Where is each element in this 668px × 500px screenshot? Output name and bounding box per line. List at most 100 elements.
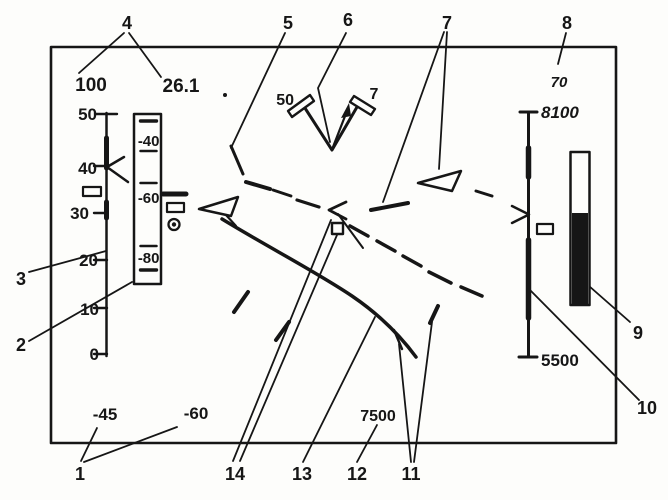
leader-line-7b	[438, 31, 448, 170]
path-dash	[295, 198, 321, 209]
ref-numeral-2: 2	[16, 335, 26, 355]
ref-numeral-3: 3	[16, 269, 26, 289]
scale-tick-label: 30	[70, 204, 89, 223]
tape-label: -40	[138, 133, 160, 150]
ref-numeral-13: 13	[292, 464, 312, 484]
tick-dash	[232, 290, 250, 314]
ref-numeral-6: 6	[343, 10, 353, 30]
altitude-top-value: 8100	[541, 103, 579, 122]
wing-left-value: 50	[276, 92, 294, 109]
readout-upper-right: 70	[551, 74, 568, 91]
caret-marker-tail	[337, 213, 364, 249]
readout-bottom-mid: -60	[184, 404, 209, 423]
ref-numeral-4: 4	[122, 13, 132, 33]
altitude-thermometer-bar	[569, 150, 591, 307]
ref-numeral-8: 8	[562, 13, 572, 33]
altitude-caret-pointer-icon	[510, 204, 531, 225]
tick-dash	[274, 320, 291, 342]
altitude-bottom-value: 5500	[541, 351, 579, 370]
trend-solid-curve	[220, 217, 418, 359]
ref-numeral-9: 9	[633, 323, 643, 343]
left-wing-cap	[286, 93, 316, 119]
scale-bug-marker	[81, 185, 103, 198]
leader-line-2	[28, 281, 133, 342]
leader-line-8	[557, 32, 567, 65]
path-dash	[271, 188, 293, 198]
leader-line-10	[529, 289, 640, 401]
pitch-bar-dash	[369, 201, 410, 212]
leader-line-13	[302, 316, 376, 463]
display-frame	[49, 45, 618, 445]
airspeed-scale: 50 40 30 20 10 0	[70, 105, 130, 364]
readout-top-right: 26.1	[163, 76, 200, 97]
readout-top-left: 100	[75, 75, 107, 96]
leader-line-7a	[382, 31, 445, 203]
tape-frame	[132, 112, 163, 286]
ref-numeral-11: 11	[401, 464, 420, 484]
leader-lines	[28, 31, 640, 463]
altitude-scale: 8100 5500	[510, 103, 579, 370]
scale-tick-label: 50	[78, 105, 97, 124]
leader-line-1b	[83, 426, 178, 463]
right-triangle-pointer-icon	[416, 169, 463, 193]
scale-tick-label: 20	[79, 251, 98, 270]
circle-dot-center	[171, 222, 177, 227]
ref-numeral-5: 5	[283, 13, 293, 33]
leader-line-9	[588, 285, 631, 323]
tick-dash	[428, 304, 440, 325]
readout-bottom-center: 7500	[360, 408, 396, 425]
path-dash	[375, 239, 397, 253]
ref-numeral-7: 7	[442, 13, 452, 33]
ref-numeral-1: 1	[75, 464, 85, 484]
vertical-tape: -40 -60 -80	[132, 112, 163, 286]
leader-line-14b	[239, 227, 341, 462]
wing-right-value: 7	[370, 86, 379, 103]
ref-numeral-12: 12	[347, 464, 367, 484]
caret-pointer-icon	[105, 155, 130, 184]
bar-fill	[572, 213, 588, 304]
position-marker-group	[327, 200, 364, 249]
circle-dot-icon	[167, 217, 181, 232]
leader-line-11b	[413, 321, 433, 463]
aircraft-symbol: 50 7	[276, 86, 379, 152]
ref-numeral-10: 10	[637, 398, 657, 418]
director-arrow-head	[341, 103, 351, 118]
reference-numerals: 1 2 3 4 5 6 7 8 9 10 11 12 13 14	[16, 10, 657, 484]
leader-line-6	[317, 32, 347, 143]
right-wing-cap	[348, 94, 377, 117]
waypoint-square-icon	[330, 221, 345, 236]
path-dash	[229, 144, 245, 176]
tape-label: -80	[138, 250, 160, 267]
leader-line-11a	[398, 343, 412, 463]
leader-line-4a	[78, 32, 125, 74]
bug-marker	[165, 201, 186, 214]
tick-dash	[474, 189, 494, 198]
path-dash	[459, 285, 484, 298]
readouts: 100 26.1 70 -45 -60 7500	[75, 74, 568, 425]
scale-tick-label: 10	[80, 300, 99, 319]
scattered-dashes	[232, 189, 494, 351]
left-triangle-pointer	[197, 195, 240, 228]
leader-line-5	[230, 32, 286, 149]
leader-line-4b	[128, 32, 162, 78]
ref-numeral-14: 14	[225, 464, 245, 484]
ink-speck	[223, 93, 227, 97]
triangle-pointer-tail	[224, 213, 238, 228]
altitude-bug-marker	[535, 222, 555, 236]
tape-side-markers	[160, 191, 189, 232]
triangle-pointer-icon	[197, 195, 240, 218]
leader-line-3	[28, 250, 107, 273]
path-dash	[244, 180, 272, 191]
readout-bottom-left: -45	[93, 405, 118, 424]
scale-tick-label: 0	[90, 345, 99, 364]
leader-line-1a	[80, 427, 98, 462]
leader-line-14a	[232, 219, 332, 462]
path-dash	[401, 254, 423, 268]
tape-label: -60	[138, 190, 160, 207]
caret-marker-icon	[327, 200, 348, 221]
path-dash	[348, 224, 370, 238]
path-dash	[427, 270, 453, 285]
scale-tick-label: 40	[78, 159, 97, 178]
